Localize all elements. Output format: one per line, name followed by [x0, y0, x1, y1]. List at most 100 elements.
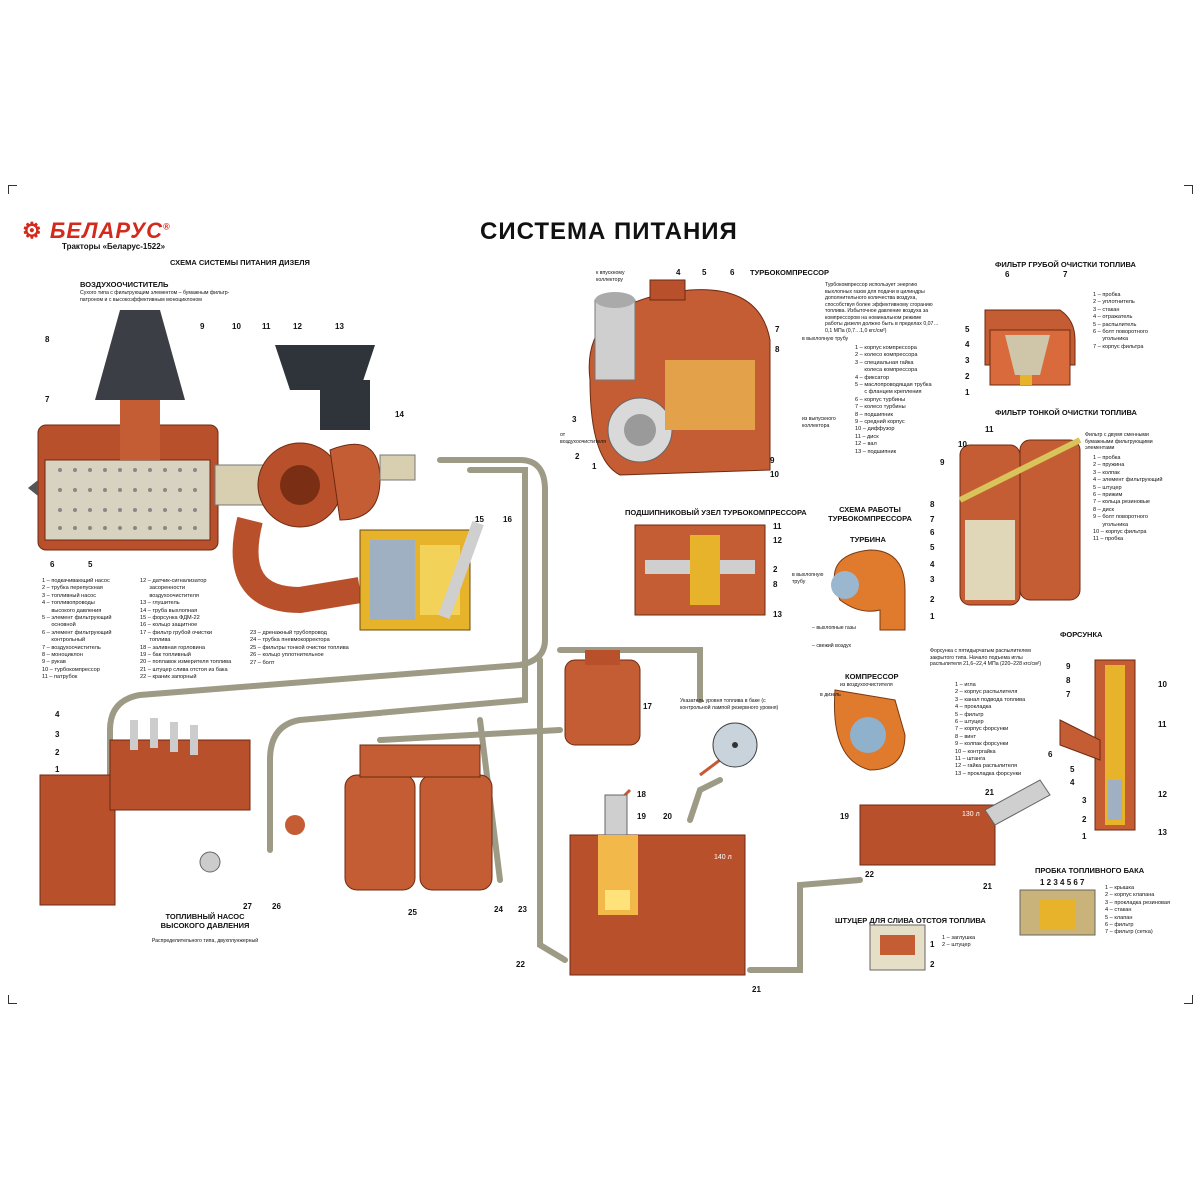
fine-filter-note: Фильтр с двумя сменными бумажными фильтр…	[1085, 432, 1153, 451]
callout: 5	[1070, 765, 1075, 774]
callout: 1 2 3 4 5 6 7	[1040, 878, 1085, 887]
note-tank-140: 140 л	[714, 854, 732, 861]
callout: 8	[773, 580, 778, 589]
callout: 5	[88, 560, 93, 569]
callout: 3	[965, 356, 970, 365]
crop-mark	[1184, 995, 1193, 1004]
callout: 1	[592, 462, 597, 471]
fine-filter-drawing	[958, 437, 1082, 606]
callout: 27	[243, 902, 252, 911]
turbo-note: Турбокомпрессор использует энергию выхло…	[825, 282, 939, 334]
section-drain-fitting: ШТУЦЕР ДЛЯ СЛИВА ОТСТОЯ ТОПЛИВА	[835, 916, 986, 925]
callout: 4	[1070, 778, 1075, 787]
pump-note: Распределительного типа, двухплунжерный	[151, 938, 259, 944]
callout: 5	[702, 268, 707, 277]
callout: 7	[45, 395, 50, 404]
legend-coarse: 1 – пробка 2 – уплотнитель 3 – стакан 4 …	[1093, 292, 1148, 350]
note-to-intake: к впускному коллектору	[596, 270, 625, 283]
callout: 6	[1048, 750, 1053, 759]
note-from-air-cleaner: от воздухоочистителя	[560, 432, 606, 445]
legend-injector: 1 – игла 2 – корпус распылителя 3 – кана…	[955, 682, 1026, 777]
section-pump: ТОПЛИВНЫЙ НАСОС ВЫСОКОГО ДАВЛЕНИЯ	[160, 912, 250, 930]
air-cleaner-note: Сухого типа с фильтрующим элементом – бу…	[80, 290, 230, 303]
callout: 25	[408, 908, 417, 917]
section-air-cleaner: ВОЗДУХООЧИСТИТЕЛЬ	[80, 280, 169, 289]
callout: 12	[1158, 790, 1167, 799]
legend-drain: 1 – заглушка 2 – штуцер	[942, 935, 976, 949]
callout: 2	[930, 960, 935, 969]
turbo-cutaway	[588, 279, 771, 476]
callout: 9	[200, 322, 205, 331]
legend-cap: 1 – крышка 2 – корпус клапана 3 – прокла…	[1105, 885, 1171, 936]
section-injector: ФОРСУНКА	[1060, 630, 1103, 639]
legend-diesel-a: 1 – подкачивающий насос 2 – трубка переп…	[42, 578, 112, 681]
callout: 11	[1158, 720, 1167, 729]
callout: 2	[1082, 815, 1087, 824]
note-exhaust-gases: – выхлопные газы	[812, 625, 856, 631]
legend-turbo: 1 – корпус компрессора 2 – колесо компре…	[855, 345, 932, 455]
legend-fine: 1 – пробка 2 – пружина 3 – колпак 4 – эл…	[1093, 455, 1163, 543]
fuel-tank-main	[569, 794, 746, 976]
callout: 9	[1066, 662, 1071, 671]
callout: 2	[965, 372, 970, 381]
callout: 7	[1066, 690, 1071, 699]
callout: 11	[773, 522, 782, 531]
brand-logo: ⚙ БЕЛАРУС®	[22, 218, 171, 243]
callout: 21	[752, 985, 761, 994]
callout: 6	[930, 528, 935, 537]
note-to-exhaust: в выхлопную трубу	[802, 336, 849, 342]
callout: 24	[494, 905, 503, 914]
section-diesel-scheme: СХЕМА СИСТЕМЫ ПИТАНИЯ ДИЗЕЛЯ	[170, 258, 310, 267]
callout: 5	[930, 543, 935, 552]
legend-diesel-c: 23 – дренажный трубопровод 24 – трубка п…	[250, 630, 349, 666]
callout: 13	[335, 322, 344, 331]
section-turbo: ТУРБОКОМПРЕССОР	[750, 268, 830, 277]
callout: 7	[1063, 270, 1068, 279]
callout: 2	[930, 595, 935, 604]
callout: 18	[637, 790, 646, 799]
callout: 4	[55, 710, 60, 719]
section-turbo-work: СХЕМА РАБОТЫ ТУРБОКОМПРЕССОРА	[828, 505, 912, 523]
callout: 26	[272, 902, 281, 911]
drain-lines	[618, 758, 721, 802]
legend-diesel-b: 12 – датчик-сигнализатор засоренности во…	[140, 578, 232, 681]
callout: 1	[1082, 832, 1087, 841]
crop-mark	[8, 185, 17, 194]
callout: 19	[840, 812, 849, 821]
callout: 3	[572, 415, 577, 424]
callout: 10	[1158, 680, 1167, 689]
air-cleaner	[28, 310, 219, 551]
callout: 19	[637, 812, 646, 821]
level-gauge-note: Указатель уровня топлива в баке (с контр…	[680, 698, 779, 711]
callout: 23	[518, 905, 527, 914]
page-title: СИСТЕМА ПИТАНИЯ	[480, 218, 738, 245]
note-fresh-air: – свежий воздух	[812, 643, 852, 649]
note-from-exhaust: из выпускного коллектора	[802, 416, 836, 429]
turbocharger-main	[214, 345, 416, 614]
callout: 10	[770, 470, 779, 479]
turbine-schematic	[831, 549, 906, 631]
fuel-tank-secondary	[859, 779, 1051, 866]
callout: 4	[676, 268, 681, 277]
callout: 3	[55, 730, 60, 739]
callout: 6	[50, 560, 55, 569]
callout: 10	[958, 440, 967, 449]
callout: 4	[965, 340, 970, 349]
callout: 2	[55, 748, 60, 757]
callout: 13	[1158, 828, 1167, 837]
callout: 7	[930, 515, 935, 524]
callout: 11	[985, 425, 994, 434]
fine-filters-pair	[344, 744, 493, 891]
callout: 2	[575, 452, 580, 461]
callout: 14	[395, 410, 404, 419]
callout: 1	[930, 612, 935, 621]
section-fine-filter: ФИЛЬТР ТОНКОЙ ОЧИСТКИ ТОПЛИВА	[995, 408, 1137, 417]
crop-mark	[8, 995, 17, 1004]
injector-note: Форсунка с пятидырчатым распылителем зак…	[930, 648, 1042, 667]
section-tank-cap: ПРОБКА ТОПЛИВНОГО БАКА	[1035, 866, 1145, 875]
bearing-unit-drawing	[634, 524, 766, 616]
callout: 10	[232, 322, 241, 331]
note-from-air: из воздухоочистителя	[840, 682, 893, 688]
callout: 2	[773, 565, 778, 574]
callout: 3	[930, 575, 935, 584]
